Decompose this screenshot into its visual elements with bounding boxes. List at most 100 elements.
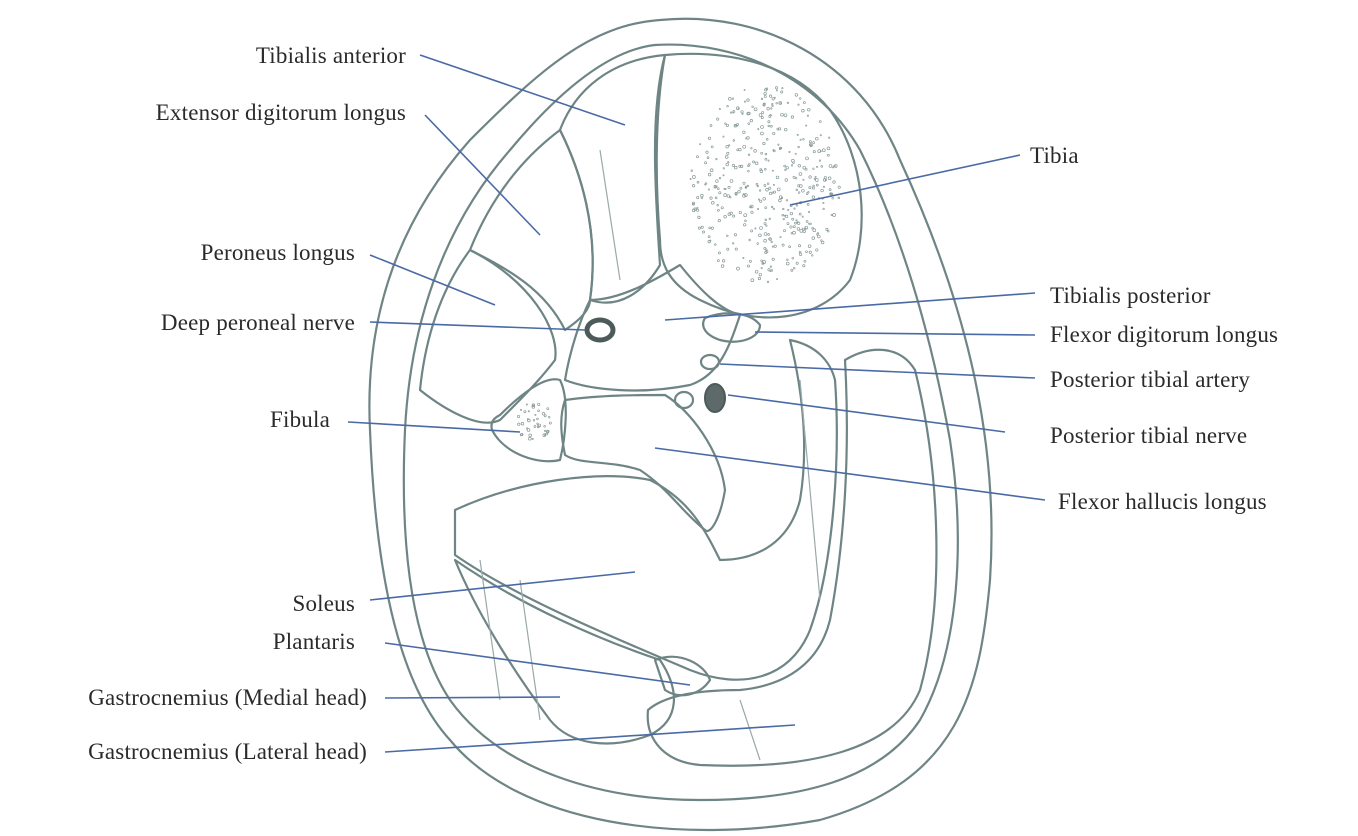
bone-stipple-dot	[783, 218, 785, 220]
bone-stipple-dot	[705, 183, 707, 185]
bone-stipple-dot	[724, 188, 725, 189]
label-posterior-tibial-artery: Posterior tibial artery	[1050, 366, 1250, 394]
bone-stipple-dot	[733, 111, 735, 113]
bone-stipple-dot	[821, 241, 824, 244]
bone-stipple-dot	[773, 184, 774, 185]
bone-stipple-dot	[786, 200, 788, 202]
bone-stipple-dot	[723, 168, 724, 169]
bone-stipple-dot	[743, 131, 746, 134]
bone-stipple-dot	[764, 95, 766, 97]
leader-gastrocnemius-lateral	[385, 725, 795, 752]
bone-stipple-dot	[751, 147, 753, 149]
bone-stipple-dot	[733, 215, 735, 217]
bone-stipple-dot	[813, 151, 815, 153]
bone-stipple-dot	[791, 232, 793, 234]
bone-stipple-dot	[743, 257, 744, 258]
bone-stipple-dot	[765, 158, 767, 160]
bone-stipple-dot	[759, 114, 762, 117]
bone-stipple-dot	[517, 415, 519, 417]
bone-stipple-dot	[776, 102, 778, 104]
bone-stipple-dot	[799, 98, 801, 100]
bone-stipple-dot	[691, 170, 693, 172]
bone-stipple-dot	[770, 238, 772, 240]
bone-stipple-dot	[532, 438, 533, 439]
bone-stipple-dot	[708, 137, 710, 139]
bone-stipple-dot	[772, 246, 773, 247]
label-fibula: Fibula	[200, 406, 330, 434]
bone-stipple-dot	[740, 187, 742, 189]
bone-stipple-dot	[711, 201, 714, 204]
bone-stipple-dot	[739, 165, 741, 167]
bone-stipple-dot	[718, 219, 720, 221]
bone-stipple-dot	[759, 273, 762, 276]
bone-stipple-dot	[700, 144, 701, 145]
bone-stipple-dot	[766, 225, 767, 226]
bone-stipple-dot	[795, 94, 798, 97]
bone-stipple-dot	[784, 114, 787, 117]
bone-stipple-dot	[784, 128, 787, 131]
bone-stipple-dot	[785, 169, 787, 171]
bone-stipple-dot	[793, 176, 795, 178]
bone-stipple-dot	[744, 101, 745, 102]
bone-stipple-dot	[771, 241, 773, 243]
bone-stipple-dot	[771, 270, 773, 272]
bone-stipple-dot	[764, 233, 767, 236]
bone-stipple-dot	[528, 411, 529, 412]
bone-stipple-dot	[752, 106, 754, 108]
bone-stipple-dot	[807, 203, 809, 205]
bone-stipple-dot	[528, 437, 531, 440]
bone-stipple-dot	[520, 409, 521, 410]
bone-stipple-dot	[534, 426, 536, 428]
bone-stipple-dot	[766, 138, 768, 140]
bone-stipple-dot	[690, 178, 691, 179]
leader-fibula	[348, 422, 520, 432]
bone-stipple-dot	[811, 255, 813, 257]
bone-stipple-dot	[838, 197, 840, 199]
bone-stipple-dot	[727, 105, 729, 107]
bone-stipple-dot	[749, 239, 751, 241]
leader-posterior-tibial-artery	[720, 364, 1035, 378]
bone-stipple-dot	[799, 245, 801, 247]
posterior-tibial-artery-vessel	[701, 355, 719, 369]
bone-stipple-dot	[747, 265, 749, 267]
bone-stipple-dot	[773, 208, 775, 210]
bone-stipple-dot	[769, 95, 771, 97]
bone-stipple-dot	[803, 230, 805, 232]
bone-stipple-dot	[743, 182, 745, 184]
bone-stipple-dot	[809, 176, 812, 179]
bone-stipple-dot	[535, 414, 536, 415]
posterior-tibial-vein-vessel	[675, 392, 693, 408]
bone-stipple-dot	[727, 152, 729, 154]
bone-stipple-dot	[800, 229, 803, 232]
bone-stipple-dot	[832, 197, 834, 199]
bone-stipple-dot	[823, 202, 824, 203]
bone-stipple-dot	[797, 134, 798, 135]
bone-stipple-dot	[521, 422, 524, 425]
bone-stipple-dot	[537, 418, 539, 420]
bone-stipple-dot	[722, 260, 725, 263]
bone-stipple-dot	[714, 185, 716, 187]
bone-stipple-dot	[544, 426, 546, 428]
bone-stipple-dot	[533, 419, 535, 421]
bone-stipple-dot	[719, 108, 720, 109]
bone-stipple-dot	[728, 98, 731, 101]
bone-stipple-dot	[761, 267, 762, 268]
skin-outline	[369, 19, 991, 830]
label-gastrocnemius-medial-head: Gastrocnemius (Medial head)	[5, 684, 367, 712]
bone-stipple-dot	[751, 279, 754, 282]
bone-stipple-dot	[765, 219, 767, 221]
bone-stipple-dot	[791, 116, 793, 118]
leader-gastrocnemius-medial	[385, 697, 560, 698]
bone-stipple-dot	[705, 162, 707, 164]
bone-stipple-dot	[829, 137, 830, 138]
bone-stipple-dot	[697, 181, 699, 183]
bone-stipple-dot	[808, 245, 811, 248]
bone-stipple-dot	[808, 223, 809, 224]
bone-stipple-dot	[717, 118, 719, 120]
bone-stipple-dot	[733, 140, 735, 142]
bone-stipple-dot	[827, 154, 829, 156]
bone-stipple-dot	[766, 188, 769, 191]
bone-stipple-dot	[802, 216, 803, 217]
bone-stipple-dot	[776, 90, 777, 91]
